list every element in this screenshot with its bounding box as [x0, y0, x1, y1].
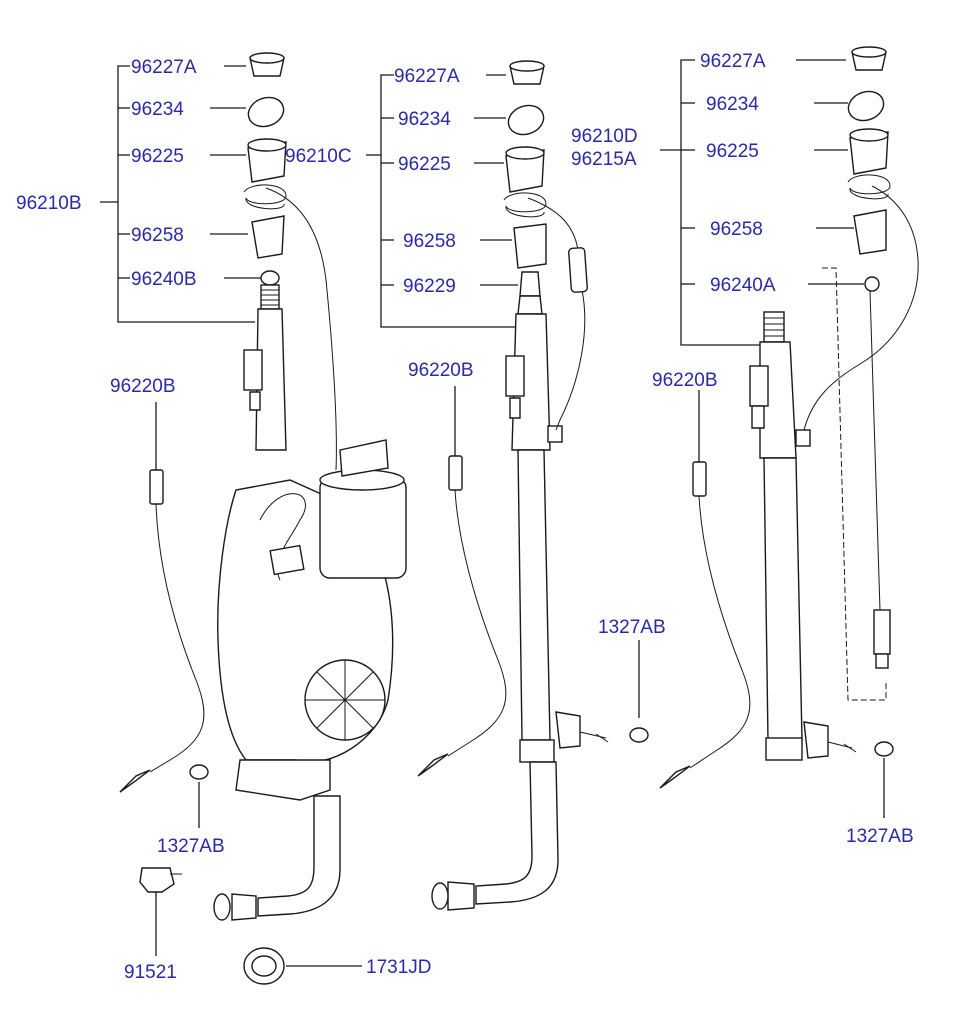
label-bushing-a: 96225 [131, 146, 184, 167]
whip-antenna-part-c [864, 276, 891, 669]
grommet-part-a [189, 764, 209, 780]
ring-part-a [247, 96, 285, 128]
bushing-part-c [849, 128, 889, 175]
drain-grommet-part-a [243, 947, 285, 985]
label-cap-c: 96227A [700, 51, 766, 72]
label-drain-grommet-a: 1731JD [366, 957, 432, 978]
label-nut-c: 96240A [710, 275, 776, 296]
label-ring-a: 96234 [131, 99, 184, 120]
seal-coil-c [847, 174, 891, 200]
bushing-part-b [505, 146, 545, 193]
label-cable-c: 96220B [652, 370, 718, 391]
label-grommet-a: 1327AB [157, 836, 225, 857]
label-clip-a: 91521 [124, 962, 177, 983]
motor-housing-a [217, 439, 407, 801]
nut-part-b [519, 271, 541, 297]
cable-part-c [659, 461, 751, 789]
lead-wire-a [265, 187, 337, 471]
grommet-part-c [874, 741, 894, 757]
label-bushing-c: 96225 [706, 141, 759, 162]
label-assembly-a: 96210B [16, 193, 82, 214]
cap-part-c [851, 46, 887, 71]
ring-part-c [847, 90, 885, 122]
cable-part-b [417, 455, 507, 777]
label-cap-a: 96227A [131, 57, 197, 78]
assembly-c: 96210D 96215A 96227A 96234 96225 96258 9… [571, 46, 919, 847]
sleeve-part-b [513, 223, 547, 269]
cap-part-b [509, 60, 545, 85]
assembly-a: 96210B 96227A 96234 96225 96258 96240B 9… [16, 52, 432, 985]
seal-coil-b [503, 192, 547, 218]
seal-coil-a [243, 184, 287, 210]
label-nut-b: 96229 [403, 276, 456, 297]
bushing-part-a [247, 138, 287, 183]
label-cable-b: 96220B [408, 360, 474, 381]
label-sleeve-a: 96258 [131, 225, 184, 246]
mast-tube-c [749, 311, 857, 761]
ring-part-b [507, 104, 545, 136]
drain-tube-a [213, 795, 341, 921]
label-ring-b: 96234 [398, 109, 451, 130]
label-assembly-c-1: 96210D [571, 126, 638, 147]
cable-part-a [119, 469, 205, 793]
label-cable-a: 96220B [110, 376, 176, 397]
label-grommet-b: 1327AB [598, 617, 666, 638]
label-assembly-b: 96210C [285, 146, 352, 167]
lead-wire-b [527, 197, 586, 431]
nut-part-a [260, 270, 280, 286]
label-ring-c: 96234 [706, 94, 759, 115]
mast-tube-b [505, 295, 609, 763]
grommet-part-b [629, 727, 649, 743]
label-sleeve-c: 96258 [710, 219, 763, 240]
cap-part-a [249, 52, 285, 77]
sleeve-part-c [853, 209, 887, 255]
label-sleeve-b: 96258 [403, 231, 456, 252]
lead-wire-c [803, 185, 919, 431]
label-nut-a: 96240B [131, 269, 197, 290]
assembly-b: 96210C 96227A 96234 96225 96258 96229 96… [285, 60, 666, 911]
mast-tube-a [243, 284, 287, 451]
label-bushing-b: 96225 [398, 154, 451, 175]
reference-line-c [822, 267, 887, 701]
label-assembly-c-2: 96215A [571, 149, 637, 170]
label-cap-b: 96227A [394, 66, 460, 87]
drain-tube-b [431, 761, 559, 911]
label-grommet-c: 1327AB [846, 826, 914, 847]
sleeve-part-a [251, 215, 285, 259]
clip-part-a [139, 867, 182, 893]
